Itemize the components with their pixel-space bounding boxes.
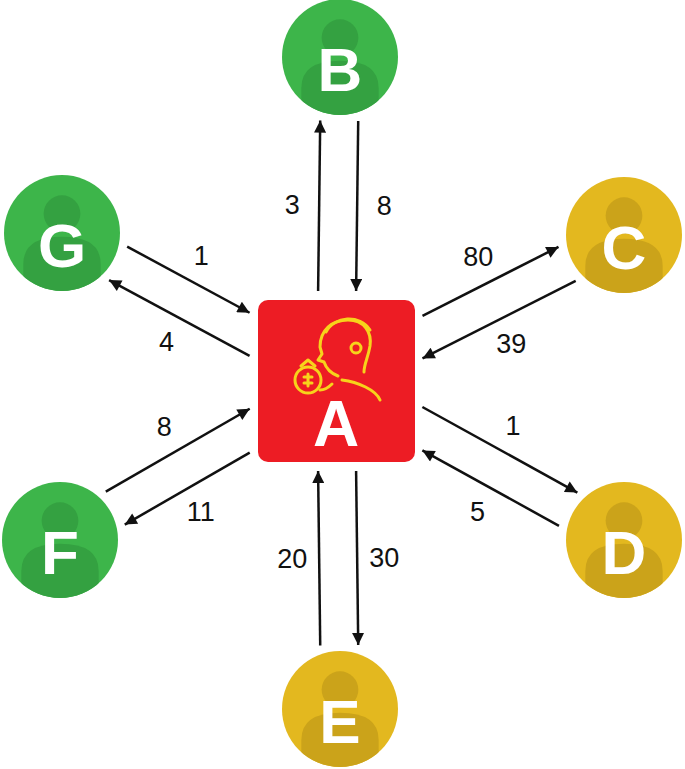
person-circle: F — [2, 482, 118, 598]
flow-count: 4 — [157, 327, 176, 356]
flow-arrow — [423, 247, 559, 316]
flow-arrow — [422, 450, 559, 525]
flow-count: 20 — [275, 544, 309, 573]
person-circle: C — [566, 177, 682, 293]
hub-box: A — [258, 300, 415, 462]
flow-arrow — [318, 121, 320, 291]
flow-count: 5 — [468, 497, 487, 526]
node-letter: G — [38, 215, 86, 277]
flow-arrow — [109, 280, 249, 356]
flow-count: 80 — [461, 243, 495, 272]
node-letter: B — [318, 39, 363, 101]
person-circle: D — [566, 482, 682, 598]
person-circle: B — [282, 0, 398, 115]
flow-count: 1 — [192, 241, 211, 270]
flow-count: 8 — [155, 412, 174, 441]
node-letter: D — [602, 522, 647, 584]
node-letter: E — [319, 691, 360, 753]
flow-count: 8 — [375, 192, 394, 221]
flow-arrow — [125, 453, 250, 525]
flow-count: 3 — [283, 191, 302, 220]
node-letter: A — [313, 392, 359, 456]
flow-arrow — [356, 471, 358, 645]
flow-arrow — [422, 407, 577, 493]
flow-count: 1 — [503, 412, 522, 441]
person-circle: G — [4, 175, 120, 291]
flow-count: 11 — [185, 498, 217, 527]
flow-count: 39 — [494, 329, 528, 358]
flow-count: 30 — [367, 543, 401, 572]
flow-arrow — [106, 409, 250, 492]
flow-arrow — [127, 247, 249, 313]
flow-arrow — [318, 471, 320, 645]
flow-arrow — [423, 281, 576, 359]
person-circle: E — [282, 651, 398, 767]
node-letter: C — [602, 217, 647, 279]
node-letter: F — [41, 522, 79, 584]
flow-arrow — [356, 121, 358, 291]
